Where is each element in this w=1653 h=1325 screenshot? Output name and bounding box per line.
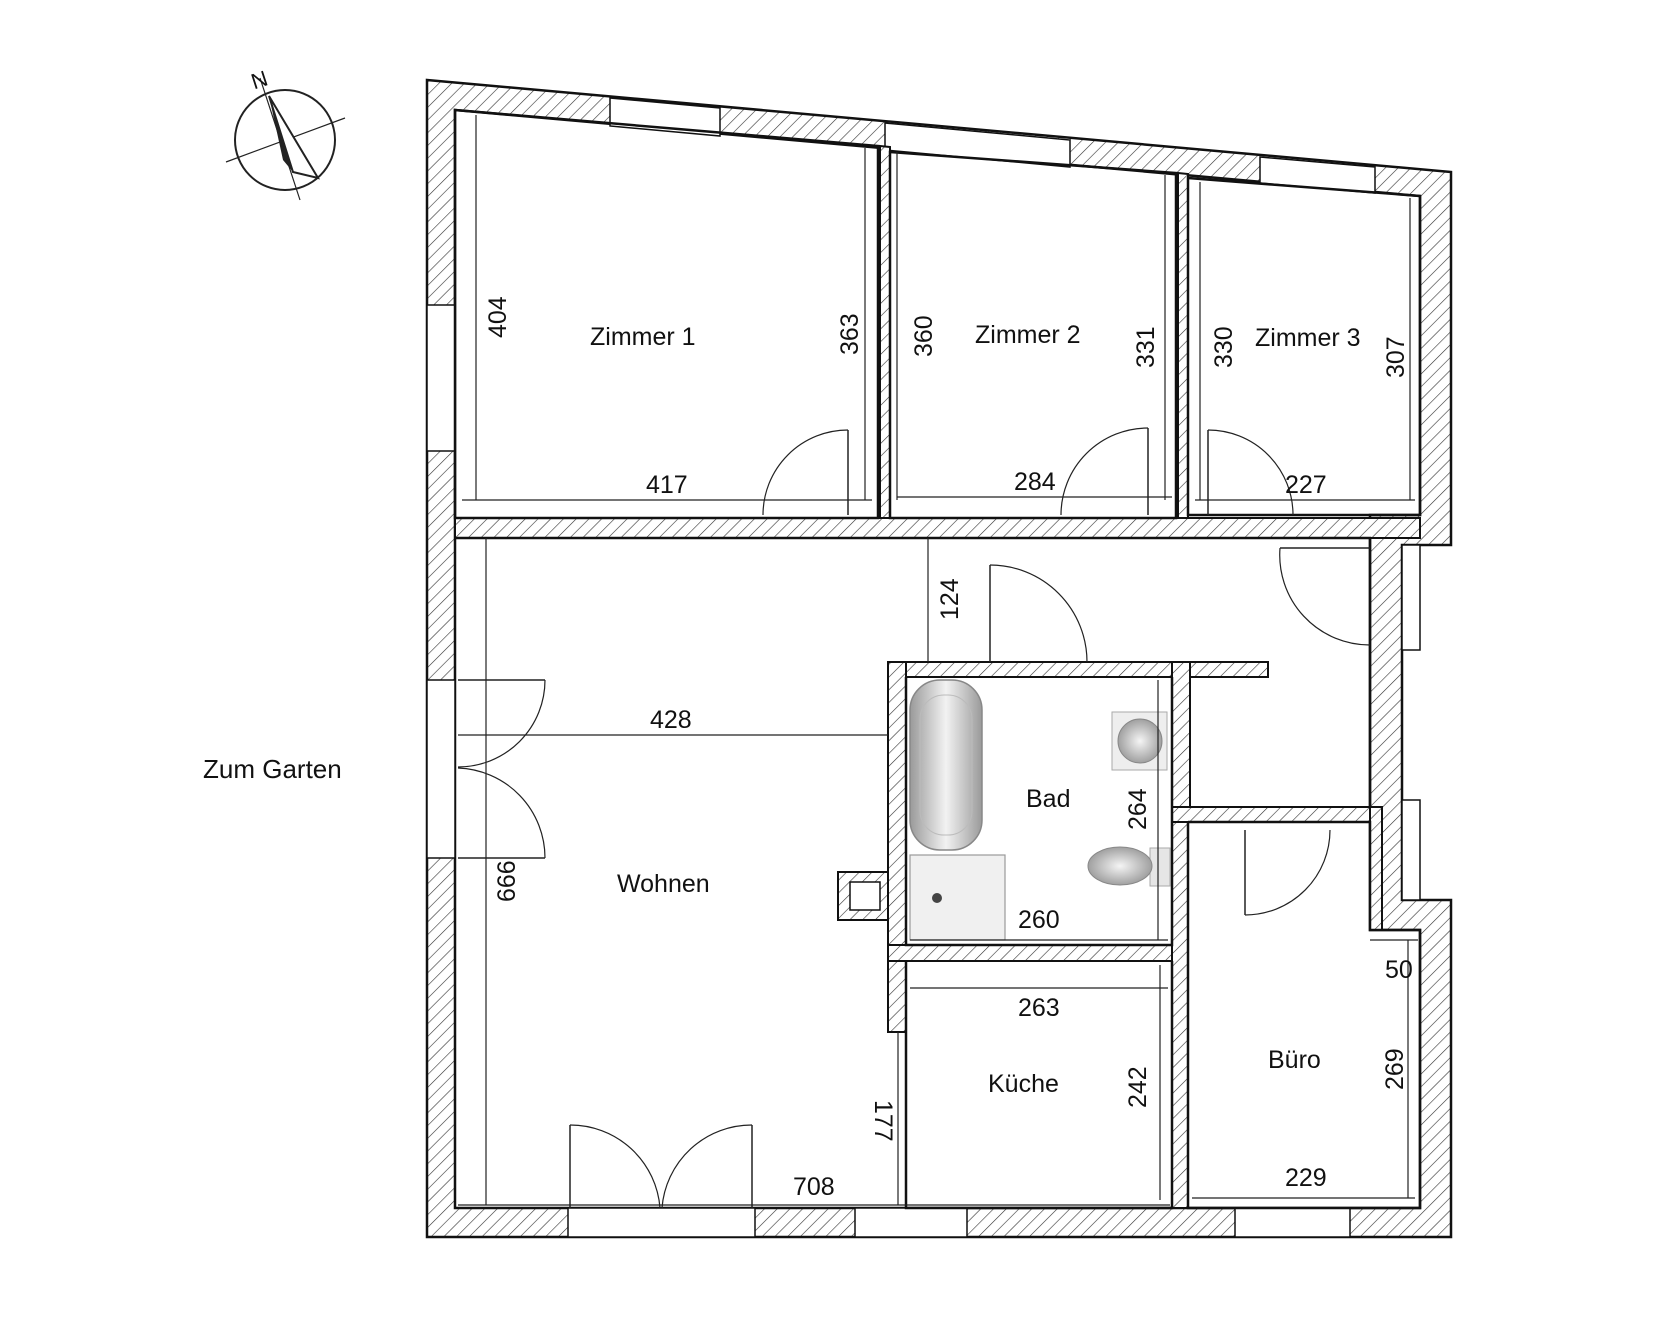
interior-walls [454, 144, 1421, 1209]
dim-z2-width: 284 [1014, 468, 1056, 496]
room-label-zimmer1: Zimmer 1 [590, 323, 696, 351]
dim-z3-right: 307 [1382, 336, 1410, 378]
dim-z1-right: 363 [836, 313, 864, 355]
compass-n-label: N [248, 66, 271, 95]
dim-buero-top: 50 [1385, 956, 1413, 984]
dim-z2-left: 360 [910, 315, 938, 357]
dim-bad-width: 260 [1018, 906, 1060, 934]
dim-z1-left: 404 [484, 296, 512, 338]
shower-tray [909, 854, 1006, 941]
dim-kueche-width: 263 [1018, 994, 1060, 1022]
room-outlines [453, 108, 1422, 1210]
dim-z3-width: 227 [1285, 471, 1327, 499]
dim-z1-width: 417 [646, 471, 688, 499]
bathtub [909, 679, 983, 851]
room-label-zimmer2: Zimmer 2 [975, 321, 1081, 349]
dim-buero-height: 269 [1381, 1048, 1409, 1090]
room-label-buero: Büro [1268, 1046, 1321, 1074]
dimension-lines [458, 115, 1418, 1206]
dim-hall: 124 [936, 578, 964, 620]
dim-wohnen-height: 666 [493, 860, 521, 902]
dim-buero-width: 229 [1285, 1164, 1327, 1192]
washbasin [1111, 711, 1168, 771]
dim-z3-left: 330 [1210, 326, 1238, 368]
dim-z2-right: 331 [1132, 326, 1160, 368]
dim-kueche-left: 177 [869, 1100, 897, 1142]
toilet [1087, 846, 1171, 887]
room-label-kueche: Küche [988, 1070, 1059, 1098]
room-label-bad: Bad [1026, 785, 1070, 813]
doors [457, 427, 1371, 1209]
dim-kueche-height: 242 [1124, 1066, 1152, 1108]
dim-bad-height: 264 [1124, 788, 1152, 830]
dim-wohnen-width: 428 [650, 706, 692, 734]
compass-rose: N [225, 66, 346, 201]
room-label-zimmer3: Zimmer 3 [1255, 324, 1361, 352]
room-label-wohnen: Wohnen [617, 870, 710, 898]
outer-wall [425, 78, 1453, 1239]
dim-wohnen-bottom: 708 [793, 1173, 835, 1201]
garden-label: Zum Garten [203, 754, 342, 784]
